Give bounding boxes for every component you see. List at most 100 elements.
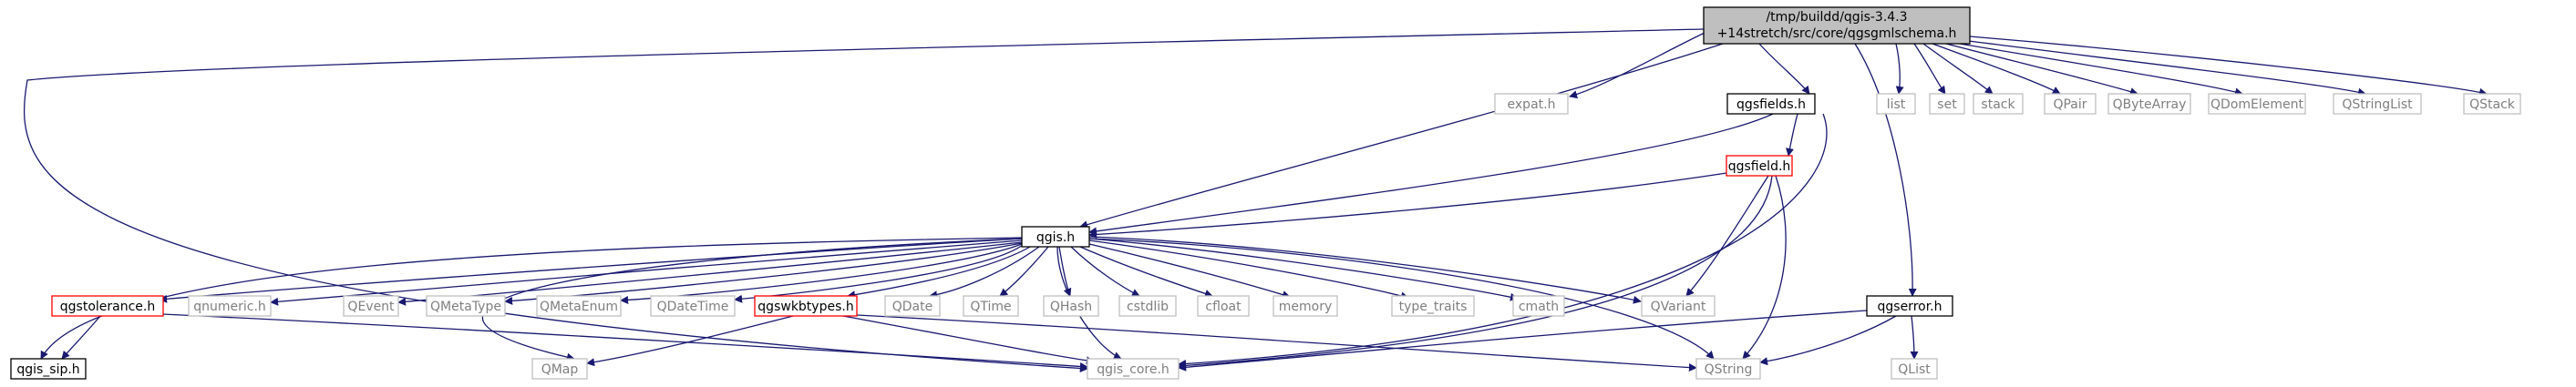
root-node-label-line2: +14stretch/src/core/qgsgmlschema.h: [1717, 26, 1957, 41]
edge-root-set: [1913, 43, 1946, 95]
node-label: type_traits: [1399, 300, 1468, 314]
edge-root-qgis-core: [23, 28, 1705, 372]
node-qvariant[interactable]: QVariant: [1641, 295, 1716, 317]
node-qmetaenum[interactable]: QMetaEnum: [536, 295, 622, 317]
node-cstdlib[interactable]: cstdlib: [1118, 295, 1177, 317]
node-box: [2044, 93, 2097, 115]
node-label: expat.h: [1508, 97, 1556, 112]
node-set[interactable]: set: [1929, 93, 1965, 115]
node-qgsfield[interactable]: qgsfield.h: [1726, 155, 1793, 177]
node-label: list: [1887, 97, 1906, 112]
node-box: [1043, 295, 1099, 317]
node-qgstolerance[interactable]: qgstolerance.h: [51, 295, 164, 317]
node-label: qgsfields.h: [1736, 97, 1806, 112]
node-memory[interactable]: memory: [1273, 295, 1338, 317]
node-box: [754, 295, 858, 317]
node-qgserror[interactable]: qgserror.h: [1866, 295, 1953, 317]
edge-qgstolerance-qgis-core: [161, 313, 1088, 371]
node-qlist[interactable]: QList: [1891, 358, 1938, 380]
edge-qgis-qdatetime: [734, 244, 1024, 303]
node-label: qgis.h: [1036, 230, 1075, 245]
node-cfloat[interactable]: cfloat: [1197, 295, 1250, 317]
root-node-box: [1703, 6, 1971, 45]
edge-qgis-qvariant: [1088, 236, 1642, 304]
node-label: qgswkbtypes.h: [757, 300, 853, 314]
root-node-label-line1: /tmp/buildd/qgis-3.4.3: [1766, 10, 1907, 25]
edge-qgis-qtime: [999, 246, 1049, 297]
node-qdatetime[interactable]: QDateTime: [650, 295, 736, 317]
node-qstack[interactable]: QStack: [2463, 93, 2521, 115]
node-box: [1929, 93, 1965, 115]
node-qevent[interactable]: QEvent: [343, 295, 399, 317]
node-label: QStack: [2469, 97, 2516, 112]
node-label: cmath: [1519, 300, 1559, 314]
node-box: [1512, 295, 1565, 317]
edge-qgserror-qgis-core: [1178, 310, 1868, 372]
node-label: QMetaType: [430, 300, 501, 314]
node-qtime[interactable]: QTime: [963, 295, 1019, 317]
node-box: [2208, 93, 2306, 115]
node-qgis[interactable]: qgis.h: [1021, 226, 1090, 248]
node-box: [884, 295, 941, 317]
node-box: [1876, 93, 1916, 115]
edge-qgsfields-qgis-core: [1178, 113, 1828, 368]
edge-qgstolerance-qgis-sip: [61, 315, 101, 360]
node-label: QTime: [970, 300, 1011, 314]
edge-root-qdomelement: [1959, 43, 2243, 97]
node-label: set: [1937, 97, 1957, 112]
node-qgis-core[interactable]: qgis_core.h: [1087, 358, 1180, 380]
edge-root-stack: [1922, 43, 1994, 95]
node-box: [1695, 358, 1761, 380]
node-label: qgis_sip.h: [16, 362, 79, 377]
node-cmath[interactable]: cmath: [1512, 295, 1565, 317]
node-label: QPair: [2053, 97, 2087, 112]
node-box: [188, 295, 272, 317]
node-box: [343, 295, 399, 317]
edge-root-qgis: [1079, 43, 1724, 229]
node-label: cfloat: [1205, 300, 1242, 314]
node-box: [426, 295, 506, 317]
node-box: [10, 358, 87, 380]
node-qpair[interactable]: QPair: [2044, 93, 2097, 115]
node-type-traits[interactable]: type_traits: [1391, 295, 1475, 317]
node-qstring[interactable]: QString: [1695, 358, 1761, 380]
node-qhash[interactable]: QHash: [1043, 295, 1099, 317]
node-label: QByteArray: [2113, 97, 2187, 112]
node-box: [1726, 155, 1793, 177]
node-box: [531, 358, 588, 380]
node-qdomelement[interactable]: QDomElement: [2208, 93, 2306, 115]
node-box: [1391, 295, 1475, 317]
node-label: QEvent: [347, 300, 395, 314]
edge-qgsfields-qgsfield: [1786, 113, 1798, 157]
node-qstringlist[interactable]: QStringList: [2333, 93, 2422, 115]
node-qbytearray[interactable]: QByteArray: [2107, 93, 2191, 115]
node-qmap[interactable]: QMap: [531, 358, 588, 380]
node-box: [1641, 295, 1716, 317]
node-qnumeric[interactable]: qnumeric.h: [188, 295, 272, 317]
node-qdate[interactable]: QDate: [884, 295, 941, 317]
node-qmetatype[interactable]: QMetaType: [426, 295, 506, 317]
node-qgswkbtypes[interactable]: qgswkbtypes.h: [754, 295, 858, 317]
edge-qgis-qmap: [481, 238, 1023, 362]
edge-qgserror-qlist: [1910, 315, 1919, 360]
node-label: QMetaEnum: [540, 300, 618, 314]
edge-qgsfield-qvariant: [1685, 175, 1769, 297]
node-stack[interactable]: stack: [1973, 93, 2024, 115]
node-label: QString: [1705, 362, 1753, 377]
node-list[interactable]: list: [1876, 93, 1916, 115]
root-node-qgsgmlschema[interactable]: /tmp/buildd/qgis-3.4.3 +14stretch/src/co…: [1703, 6, 1971, 45]
node-box: [650, 295, 736, 317]
node-box: [51, 295, 164, 317]
edge-qgsfields-qgis: [1088, 113, 1774, 236]
edge-qgis-memory: [1088, 243, 1291, 299]
node-box: [1494, 93, 1569, 115]
node-box: [1891, 358, 1938, 380]
node-qgsfields[interactable]: qgsfields.h: [1726, 93, 1816, 115]
edge-qgswkbtypes-qmap: [586, 315, 794, 367]
node-expat[interactable]: expat.h: [1494, 93, 1569, 115]
edge-root-qgserror: [1854, 43, 1917, 297]
edge-root-qpair: [1932, 43, 2061, 95]
node-label: QDateTime: [657, 300, 729, 314]
edge-root-list: [1895, 43, 1904, 95]
node-qgis-sip[interactable]: qgis_sip.h: [10, 358, 87, 380]
